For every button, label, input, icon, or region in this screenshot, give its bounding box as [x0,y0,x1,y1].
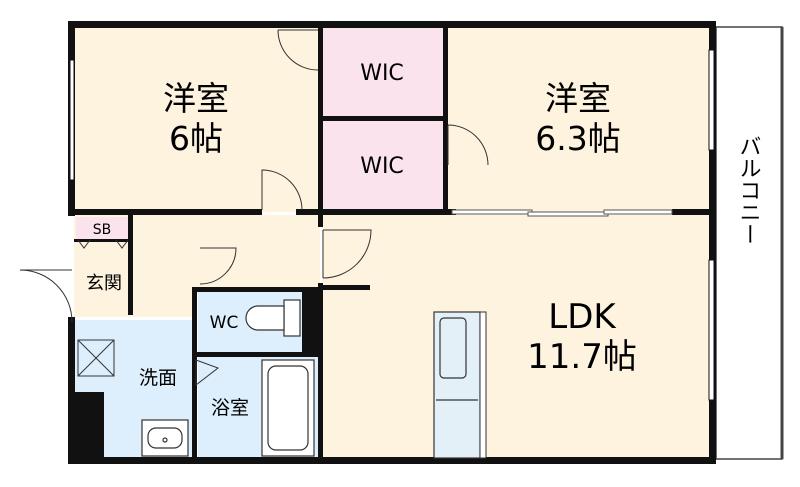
western-left-size: 6帖 [169,119,223,158]
bathtub-icon [261,359,315,457]
room-western-left [74,27,320,212]
western-right-size: 6.3帖 [535,119,620,158]
bathroom-label: 浴室 [211,397,249,419]
room-western-right [448,27,710,212]
hallway [134,215,320,287]
balcony-label: バルコニー [736,135,761,245]
toilet-icon [245,299,301,337]
washer-pan-icon [77,339,115,377]
kitchen-counter-icon [433,311,481,459]
room-wic-bottom [322,121,444,212]
ldk-size: 11.7帖 [527,337,637,377]
kitchen-backsplash [479,311,487,459]
entrance-label: 玄関 [86,273,122,294]
wic-top-label: WIC [360,61,404,86]
room-wic-top [322,27,444,117]
door-swings [19,29,489,387]
western-left-name: 洋室 [163,79,229,118]
ldk-name: LDK [548,297,617,337]
western-right-name: 洋室 [545,79,611,118]
hallway-lower [134,287,196,317]
sb-door-marks [77,239,129,249]
washroom-label: 洗面 [139,367,177,389]
windows [69,49,715,401]
wic-bottom-label: WIC [360,154,404,179]
room-ldk [322,215,710,459]
wc-label: WC [210,313,239,333]
sb-label: SB [93,222,112,238]
sliding-door [451,209,673,217]
wash-basin-icon [141,419,189,457]
interior-walls [74,27,712,459]
room-sb [76,217,128,239]
